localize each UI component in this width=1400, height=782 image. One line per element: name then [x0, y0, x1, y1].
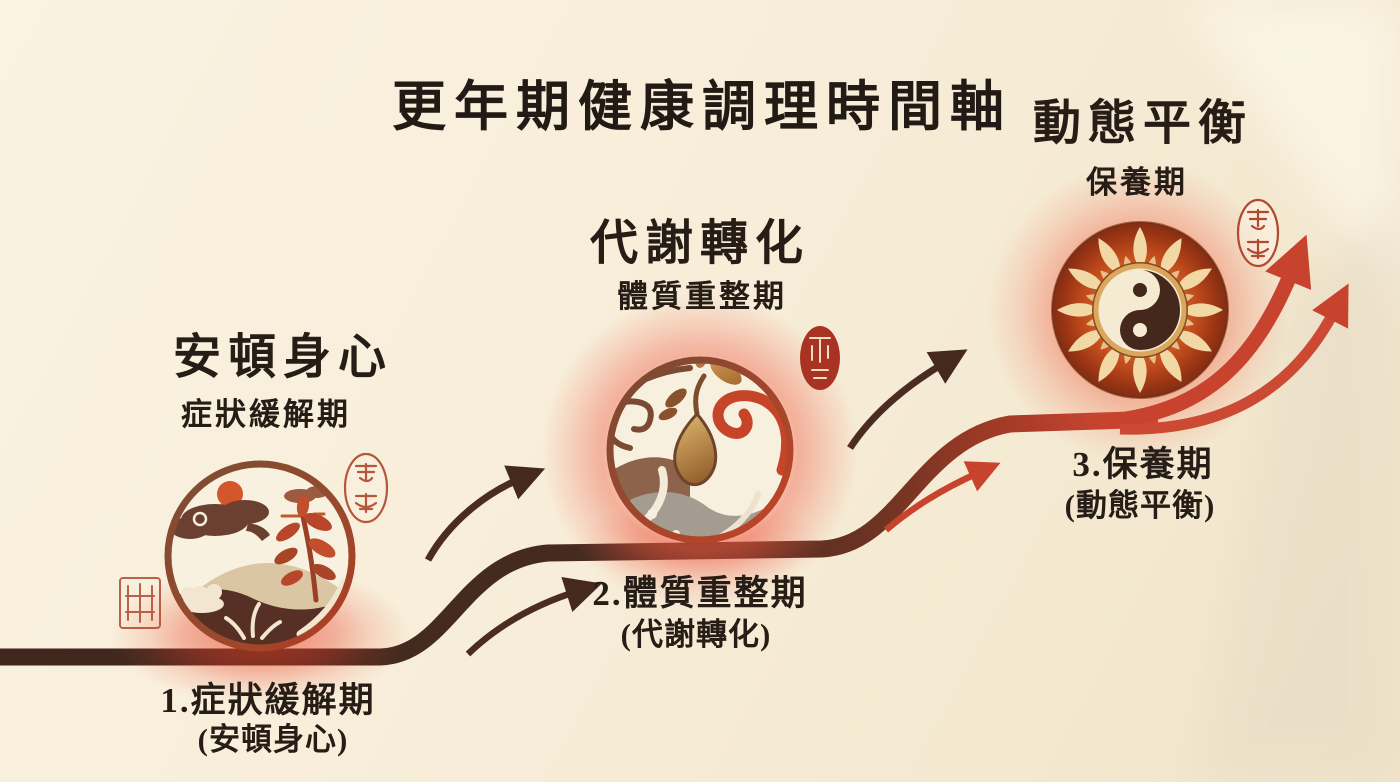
- stage1-step-label: 1.症狀緩解期: [160, 681, 376, 720]
- stage2-step-note: (代謝轉化): [620, 617, 772, 652]
- timeline-end-arrows: [1099, 234, 1349, 435]
- seal-stamp-stage3: [1236, 198, 1280, 268]
- stage3-step-label: 3.保養期: [1072, 445, 1214, 484]
- arrow-step1-to-step2: [424, 465, 546, 562]
- stage2-heading: 代謝轉化: [589, 217, 811, 270]
- stage1-subheading: 症狀緩解期: [181, 397, 351, 432]
- page-title: 更年期健康調理時間軸: [392, 77, 1012, 138]
- stage3-heading: 動態平衡: [1032, 97, 1254, 150]
- seal-stamp-stage1: [343, 452, 389, 524]
- sun-yinyang-balance-icon: [1051, 221, 1229, 399]
- scroll-cloud: [171, 500, 270, 541]
- background-accents: [1185, 0, 1400, 782]
- stage2-step-label: 2.體質重整期: [592, 574, 808, 613]
- seal-stamp-stage2: [800, 326, 840, 390]
- stage3-step-note: (動態平衡): [1064, 488, 1216, 523]
- plant-leaves: [274, 495, 336, 586]
- cream-tuft: [224, 602, 282, 640]
- sprout-transformation-icon: [606, 356, 794, 544]
- stage3-subheading: 保養期: [1086, 165, 1188, 200]
- stage2-subheading: 體質重整期: [617, 279, 787, 314]
- cream-cloud: [180, 584, 224, 613]
- arrow-step2-lower-red: [883, 461, 1001, 533]
- seal-stamp-stage1-left: [119, 577, 161, 629]
- stage1-heading: 安頓身心: [172, 331, 394, 384]
- yin-yang-symbol: [1100, 270, 1180, 350]
- arrow-step1-lower: [465, 576, 602, 657]
- seed: [673, 411, 718, 487]
- landscape-serenity-icon: [164, 460, 356, 652]
- arrow-step2-to-step3: [847, 349, 968, 450]
- stage1-step-note: (安頓身心): [197, 722, 349, 757]
